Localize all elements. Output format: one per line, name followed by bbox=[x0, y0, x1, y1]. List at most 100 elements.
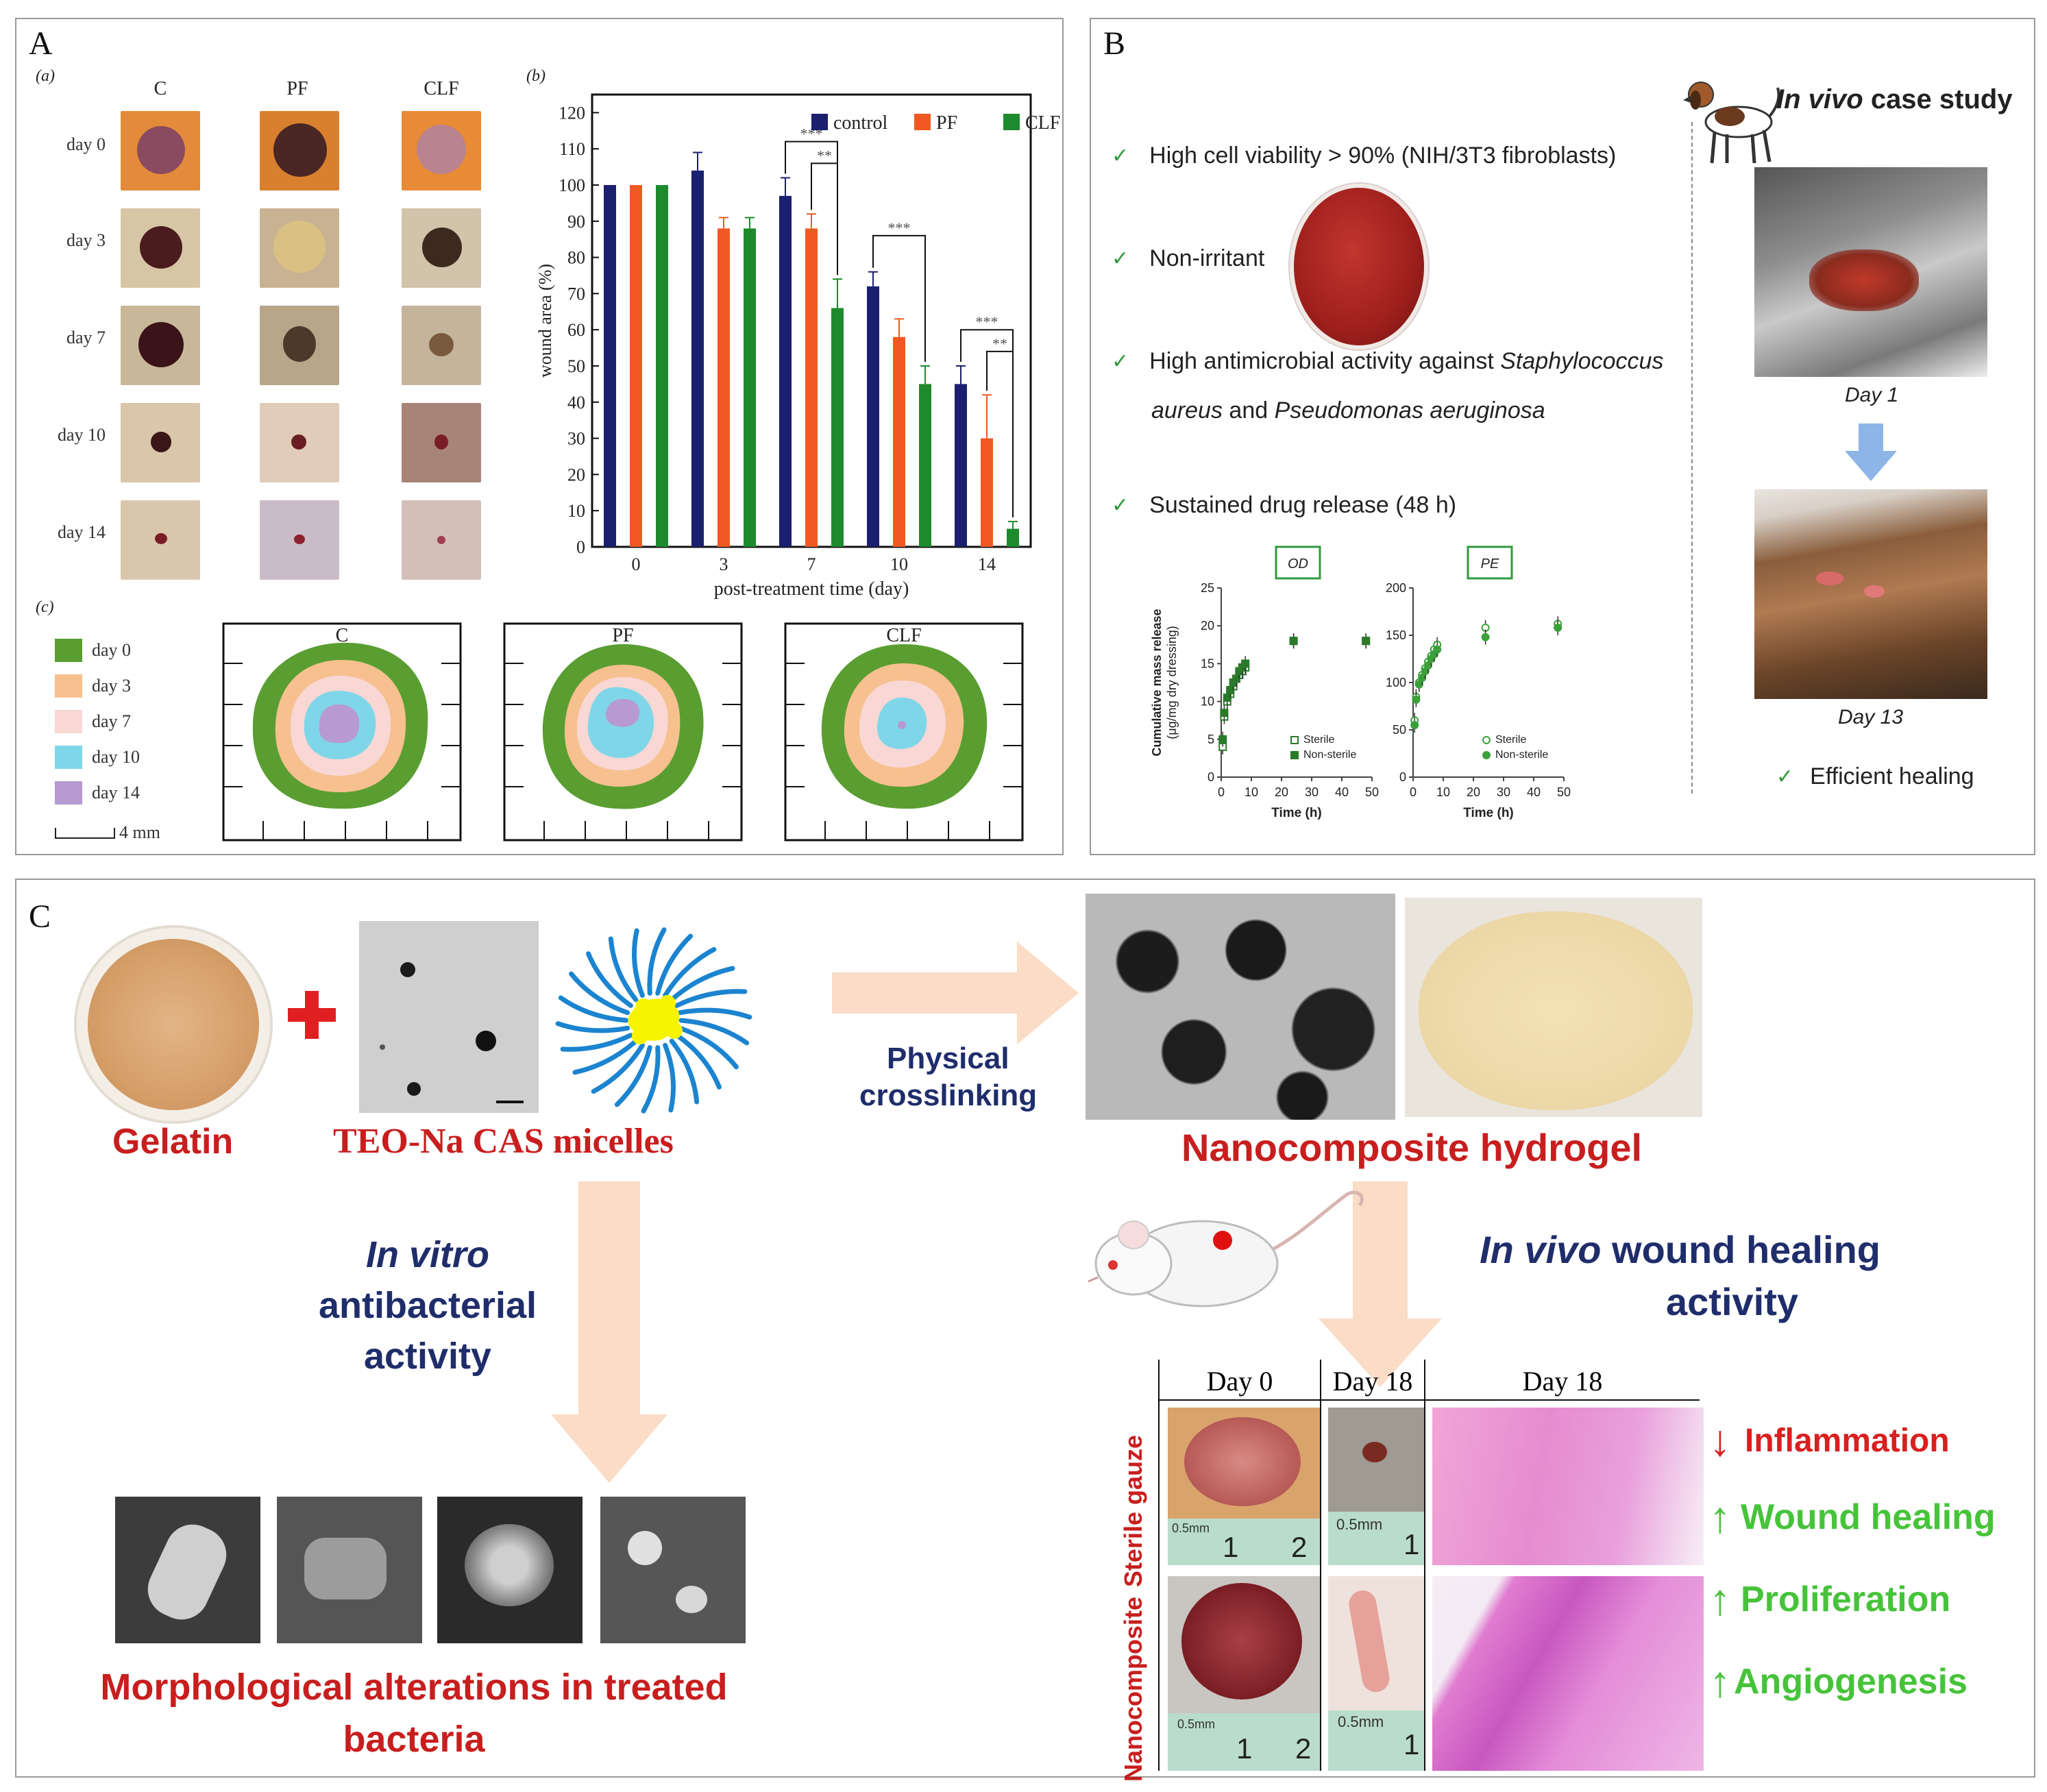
micelle-tail bbox=[560, 1033, 633, 1052]
x-tick-label: 50 bbox=[1365, 785, 1379, 799]
wound-photo-c-day10 bbox=[121, 403, 200, 482]
micelle-tail bbox=[641, 1045, 661, 1114]
micelle-tail bbox=[674, 989, 748, 1008]
bullet-release: ✓ Sustained drug release (48 h) bbox=[1112, 492, 1457, 518]
dog-icon bbox=[1683, 82, 1780, 164]
contour-map-c: C bbox=[222, 622, 462, 842]
x-tick-label: 10 bbox=[1245, 785, 1258, 799]
significance-bracket bbox=[811, 162, 838, 275]
data-point bbox=[1418, 674, 1427, 683]
micelle-tail bbox=[663, 1042, 676, 1113]
micelle-tail bbox=[677, 1007, 752, 1020]
row-label-nanocomposite: Nanocomposite bbox=[1119, 1596, 1147, 1782]
check-icon: ✓ bbox=[1776, 765, 1794, 788]
sterile-day18-photo: 0.5mm 1 bbox=[1328, 1408, 1424, 1565]
contour-title-clf: CLF bbox=[886, 625, 921, 646]
y-tick-label: 40 bbox=[567, 393, 585, 413]
significance-bracket bbox=[872, 234, 926, 362]
bacteria-sem-image-2 bbox=[277, 1497, 422, 1643]
data-point bbox=[1232, 674, 1240, 683]
significance-bracket bbox=[986, 350, 1014, 518]
significance-label: ** bbox=[992, 335, 1007, 352]
x-tick-label: 20 bbox=[1275, 785, 1288, 799]
x-tick-label: 14 bbox=[978, 554, 996, 574]
y-axis-label-units: (μg/mg dry dressing) bbox=[1165, 626, 1179, 739]
data-point bbox=[1424, 661, 1432, 670]
scale-bar-label: 4 mm bbox=[119, 822, 160, 842]
wound-photo-c-day14 bbox=[121, 500, 200, 580]
y-tick-label: 200 bbox=[1386, 581, 1406, 595]
wound-photo-pf-day14 bbox=[260, 500, 339, 580]
panel-b: B ✓ High cell viability > 90% (NIH/3T3 f… bbox=[1090, 18, 2035, 855]
y-axis-label: Cumulative mass release bbox=[1150, 609, 1164, 756]
chart-title: PE bbox=[1481, 556, 1499, 572]
micelle-tail bbox=[669, 966, 735, 1003]
legend-swatch bbox=[55, 639, 82, 662]
mouse-icon bbox=[1088, 1190, 1364, 1308]
legend-label: Sterile bbox=[1303, 734, 1334, 746]
x-tick-label: 7 bbox=[807, 554, 816, 574]
treatment-table: Day 0 Day 18 Day 18 Sterile gauze Nanoco… bbox=[1113, 1360, 1704, 1782]
x-axis-label: post-treatment time (day) bbox=[714, 578, 909, 600]
panel-c-label: C bbox=[29, 898, 51, 935]
crosslinking-label: crosslinking bbox=[859, 1079, 1038, 1112]
x-tick-label: 20 bbox=[1467, 785, 1480, 799]
micelle-tail bbox=[663, 946, 717, 998]
sterile-day0-photo: 0.5mm 1 2 bbox=[1168, 1408, 1320, 1565]
x-tick-label: 3 bbox=[720, 554, 728, 574]
wound-photo-clf-day0 bbox=[402, 111, 481, 191]
legend-day10: day 10 bbox=[55, 739, 192, 775]
legend-day7: day 7 bbox=[55, 704, 192, 739]
data-point bbox=[1289, 637, 1298, 646]
data-point bbox=[1226, 686, 1235, 695]
legend-day3: day 3 bbox=[55, 668, 192, 704]
micelle-tail bbox=[591, 1042, 645, 1094]
bar bbox=[656, 185, 668, 547]
panel-b-label: B bbox=[1103, 25, 1126, 62]
dashed-divider bbox=[1691, 122, 1693, 794]
bullet-viability: ✓ High cell viability > 90% (NIH/3T3 fib… bbox=[1112, 143, 1617, 169]
y-axis-label: wound area (%) bbox=[535, 264, 555, 378]
down-arrow-left-icon bbox=[551, 1181, 667, 1483]
y-tick-label: 20 bbox=[567, 465, 585, 484]
x-tick-label: 0 bbox=[1218, 785, 1225, 799]
bar bbox=[955, 384, 967, 547]
y-tick-label: 60 bbox=[567, 320, 585, 340]
legend-label: Non-sterile bbox=[1303, 749, 1356, 761]
contour-title-c: C bbox=[336, 625, 349, 646]
data-point bbox=[1412, 695, 1421, 704]
contour-map-clf: CLF bbox=[784, 622, 1024, 842]
bar bbox=[981, 438, 993, 547]
ruler-label: 0.5mm bbox=[1177, 1717, 1216, 1731]
bar bbox=[919, 384, 931, 547]
ruler-label: 0.5mm bbox=[1336, 1516, 1383, 1533]
x-tick-label: 30 bbox=[1497, 785, 1510, 799]
y-tick-label: 5 bbox=[1208, 733, 1214, 746]
y-tick-label: 10 bbox=[1201, 695, 1214, 709]
case-study-title: In vivo case study bbox=[1776, 84, 2013, 114]
micelle-tail bbox=[558, 995, 629, 1023]
bacteria-sem-image-1 bbox=[115, 1497, 260, 1643]
y-tick-label: 30 bbox=[567, 429, 585, 449]
dog-wound-day13-photo bbox=[1754, 489, 1987, 699]
wound-photo-pf-day10 bbox=[260, 403, 339, 482]
wound-photo-pf-day7 bbox=[260, 306, 339, 385]
bullet-antimicrobial: ✓ High antimicrobial activity against St… bbox=[1112, 348, 1664, 374]
morph-label: Morphological alterations in treated bac… bbox=[100, 1667, 728, 1760]
row-header-day7: day 7 bbox=[66, 328, 106, 347]
wound-photo-clf-day14 bbox=[402, 500, 481, 580]
data-point bbox=[1414, 680, 1423, 689]
check-icon: ✓ bbox=[1112, 350, 1129, 373]
micelle-tail bbox=[647, 927, 667, 996]
panel-a-label: A bbox=[29, 25, 53, 62]
y-tick-label: 150 bbox=[1386, 628, 1406, 642]
y-tick-label: 25 bbox=[1201, 581, 1214, 595]
wound-photo-clf-day3 bbox=[402, 208, 481, 288]
significance-label: ** bbox=[817, 147, 832, 164]
y-tick-label: 0 bbox=[1208, 770, 1214, 784]
micelle-tail bbox=[586, 951, 633, 1008]
x-tick-label: 40 bbox=[1527, 785, 1541, 799]
effect-inflammation: ↓ Inflammation bbox=[1709, 1416, 1950, 1465]
data-point bbox=[1218, 735, 1227, 744]
